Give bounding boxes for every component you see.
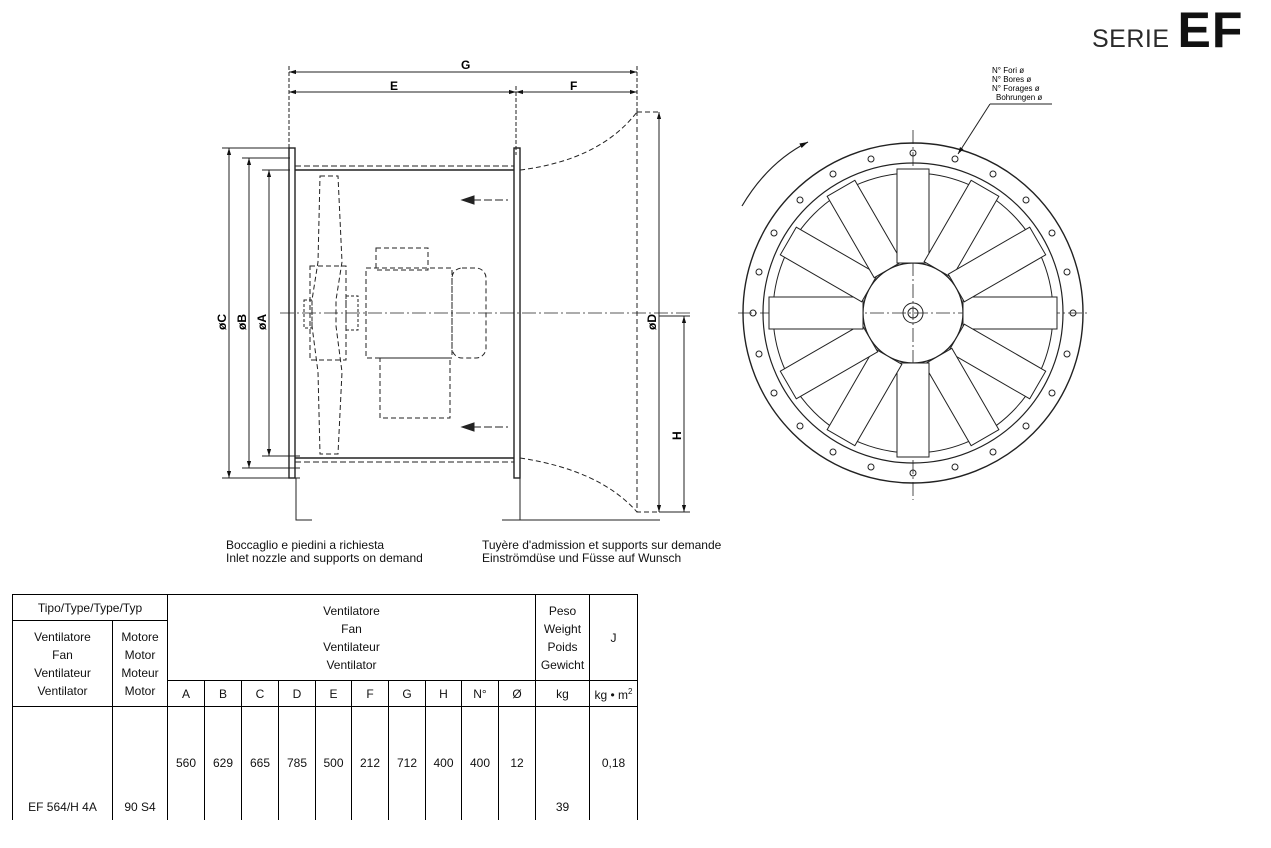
technical-drawing: G E F øC øB øA øD H xyxy=(215,58,1090,521)
col-header-b: B xyxy=(204,680,242,707)
col-header-f: F xyxy=(351,680,389,707)
cell-weight: 39 xyxy=(535,706,590,820)
fan-group-de: Ventilator xyxy=(326,657,377,672)
fan-group-en: Fan xyxy=(341,621,362,636)
fan-group-fr: Ventilateur xyxy=(323,639,380,654)
fan-group-it: Ventilatore xyxy=(323,603,380,618)
col-header-c: C xyxy=(241,680,279,707)
fan-de: Ventilator xyxy=(37,683,88,698)
dim-f-label: F xyxy=(570,79,577,93)
col-header-diameter: Ø xyxy=(498,680,536,707)
col-header-a: A xyxy=(167,680,205,707)
j-unit-sup: 2 xyxy=(628,687,633,696)
front-view xyxy=(738,103,1090,500)
flange-holes xyxy=(749,149,1077,477)
note-fr: Tuyère d'admission et supports sur deman… xyxy=(482,538,722,552)
motor-header: Motore Motor Moteur Motor xyxy=(112,620,168,707)
j-unit-text: kg • m xyxy=(594,688,629,702)
fan-group-header: Ventilatore Fan Ventilateur Ventilator xyxy=(167,594,536,681)
dim-e-label: E xyxy=(390,79,398,93)
holes-note-line-3: N° Forages ø xyxy=(992,84,1040,93)
holes-note: N° Fori ø N° Bores ø N° Forages ø Bohrun… xyxy=(992,66,1042,102)
motor-en: Motor xyxy=(124,647,156,662)
dim-h-label: H xyxy=(670,431,684,440)
dim-g-label: G xyxy=(461,58,470,72)
motor-it: Motore xyxy=(121,629,159,644)
cell-j: 0,18 xyxy=(589,706,638,820)
cell-b: 629 xyxy=(204,706,242,820)
dimension-labels: G E F øC øB øA øD H xyxy=(215,58,684,440)
cell-a: 560 xyxy=(167,706,205,820)
j-header: J xyxy=(589,594,638,681)
cell-motor: 90 S4 xyxy=(112,706,168,820)
weight-unit: kg xyxy=(535,680,590,707)
weight-it: Peso xyxy=(548,603,577,618)
col-header-n: N° xyxy=(461,680,499,707)
holes-note-line-4: Bohrungen ø xyxy=(996,93,1042,102)
side-view xyxy=(222,66,690,521)
weight-de: Gewicht xyxy=(540,657,585,672)
cell-g: 712 xyxy=(388,706,426,820)
dim-c-label: øC xyxy=(215,314,229,330)
cell-f: 212 xyxy=(351,706,389,820)
cell-n: 400 xyxy=(461,706,499,820)
holes-note-line-1: N° Fori ø xyxy=(992,66,1024,75)
dim-b-label: øB xyxy=(235,314,249,330)
fan-fr: Ventilateur xyxy=(34,665,91,680)
weight-en: Weight xyxy=(543,621,582,636)
table-row: EF 564/H 4A 90 S4 560 629 665 785 500 21… xyxy=(12,706,638,820)
holes-note-line-2: N° Bores ø xyxy=(992,75,1031,84)
col-header-h: H xyxy=(425,680,462,707)
note-de: Einströmdüse und Füsse auf Wunsch xyxy=(482,551,682,565)
series-code: EF xyxy=(1177,2,1244,58)
cell-h: 400 xyxy=(425,706,462,820)
series-word: SERIE xyxy=(1092,25,1170,53)
col-header-g: G xyxy=(388,680,426,707)
fan-en: Fan xyxy=(52,647,73,662)
dim-a-label: øA xyxy=(255,314,269,330)
cell-d: 785 xyxy=(278,706,316,820)
cell-fan-type: EF 564/H 4A xyxy=(12,706,113,820)
motor-fr: Moteur xyxy=(121,665,159,680)
fan-it: Ventilatore xyxy=(34,629,91,644)
cell-diameter: 12 xyxy=(498,706,536,820)
col-header-d: D xyxy=(278,680,316,707)
note-en: Inlet nozzle and supports on demand xyxy=(226,551,423,565)
spec-table: Tipo/Type/Type/Typ Ventilatore Fan Venti… xyxy=(12,594,638,820)
note-it: Boccaglio e piedini a richiesta xyxy=(226,538,385,552)
motor-de: Motor xyxy=(124,683,156,698)
j-unit: kg • m2 xyxy=(589,680,638,707)
dim-d-label: øD xyxy=(645,314,659,330)
weight-header: Peso Weight Poids Gewicht xyxy=(535,594,590,681)
fan-header: Ventilatore Fan Ventilateur Ventilator xyxy=(12,620,113,707)
type-header: Tipo/Type/Type/Typ xyxy=(12,594,168,621)
col-header-e: E xyxy=(315,680,352,707)
cell-c: 665 xyxy=(241,706,279,820)
weight-fr: Poids xyxy=(547,639,578,654)
cell-e: 500 xyxy=(315,706,352,820)
impeller-blades xyxy=(768,168,1058,458)
